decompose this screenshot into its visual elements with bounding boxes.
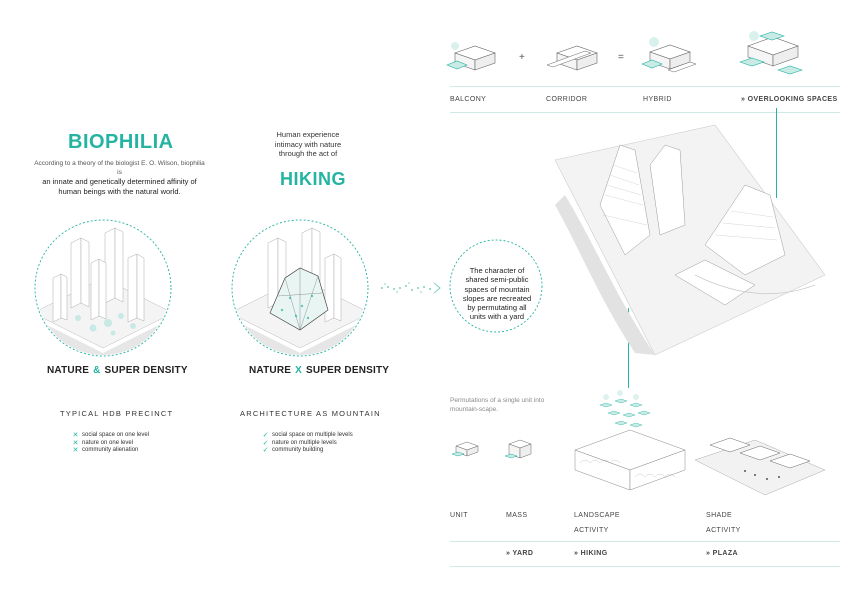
landscape-diagram xyxy=(574,390,686,491)
connector-line xyxy=(776,108,777,198)
label-super-density: SUPER DENSITY xyxy=(104,365,188,376)
permutations-intro: Permutations of a single unit into mount… xyxy=(450,397,545,413)
biophilia-description: According to a theory of the biologist E… xyxy=(32,160,207,196)
biophilia-desc-line: According to a theory of the biologist E… xyxy=(34,160,205,176)
unit-diagram xyxy=(451,441,479,457)
dashed-circle xyxy=(231,219,369,357)
corridor-diagram xyxy=(546,45,598,71)
callout-circle xyxy=(449,239,543,333)
label-shade-activity: ACTIVITY xyxy=(706,527,741,534)
list-item: ✕nature on one level xyxy=(72,439,134,447)
label-hiking: » HIKING xyxy=(574,550,608,557)
label-separator: X xyxy=(295,365,302,376)
label-landscape: LANDSCAPE xyxy=(574,512,621,519)
equals-sign: = xyxy=(618,52,624,63)
label-separator: & xyxy=(93,365,101,376)
label-yard: » YARD xyxy=(506,550,534,557)
plus-sign: + xyxy=(519,52,525,63)
label-corridor: CORRIDOR xyxy=(546,96,588,103)
cross-icon: ✕ xyxy=(72,447,79,454)
label-landscape-activity: ACTIVITY xyxy=(574,527,609,534)
list-item: ✕community alienation xyxy=(72,447,139,454)
architecture-mountain-list: ✓social space on multiple levels ✓nature… xyxy=(262,432,353,455)
overlooking-spaces-diagram xyxy=(739,31,803,75)
bottom-divider-lower xyxy=(450,566,840,567)
nature-density-label-left: NATURE&SUPER DENSITY xyxy=(47,365,188,376)
caption-architecture-mountain: ARCHITECTURE AS MOUNTAIN xyxy=(240,409,381,418)
check-icon: ✓ xyxy=(262,432,269,439)
top-divider xyxy=(450,86,840,87)
label-nature: NATURE xyxy=(249,365,292,376)
list-item: ✓community building xyxy=(262,447,324,454)
connector-line xyxy=(628,308,629,388)
cross-icon: ✕ xyxy=(72,439,79,447)
label-plaza: » PLAZA xyxy=(706,550,738,557)
typical-hdb-list: ✕social space on one level ✕nature on on… xyxy=(72,432,149,455)
label-balcony: BALCONY xyxy=(450,96,487,103)
architecture-mountain-diagram xyxy=(231,219,369,357)
bottom-divider xyxy=(450,541,840,542)
dashed-circle xyxy=(34,219,172,357)
typical-hdb-diagram xyxy=(34,219,172,357)
check-icon: ✓ xyxy=(262,447,269,454)
biophilia-desc-bold: an innate and genetically determined aff… xyxy=(42,177,197,196)
caption-typical-hdb: TYPICAL HDB PRECINCT xyxy=(60,409,174,418)
list-item: ✕social space on one level xyxy=(72,432,150,439)
top-divider-lower xyxy=(450,112,840,113)
hiking-intro: Human experience intimacy with nature th… xyxy=(274,130,342,158)
list-item: ✓social space on multiple levels xyxy=(262,432,353,439)
label-hybrid: HYBRID xyxy=(643,96,672,103)
biophilia-title: BIOPHILIA xyxy=(68,131,174,153)
hybrid-diagram xyxy=(641,37,697,73)
callout-text: The character of shared semi-public spac… xyxy=(462,266,532,322)
mountain-massing-model xyxy=(554,124,826,356)
label-nature: NATURE xyxy=(47,365,90,376)
check-icon: ✓ xyxy=(262,439,269,447)
shade-diagram xyxy=(694,437,826,496)
hiking-title: HIKING xyxy=(280,169,346,189)
list-item: ✓nature on multiple levels xyxy=(262,439,337,447)
label-unit: UNIT xyxy=(450,512,468,519)
label-shade: SHADE xyxy=(706,512,733,519)
balcony-diagram xyxy=(446,42,496,71)
dotted-arrow xyxy=(381,282,441,294)
cross-icon: ✕ xyxy=(72,432,79,439)
mass-diagram xyxy=(504,439,532,459)
label-super-density: SUPER DENSITY xyxy=(306,365,390,376)
label-overlooking-spaces: » OVERLOOKING SPACES xyxy=(741,96,838,103)
label-mass: MASS xyxy=(506,512,528,519)
